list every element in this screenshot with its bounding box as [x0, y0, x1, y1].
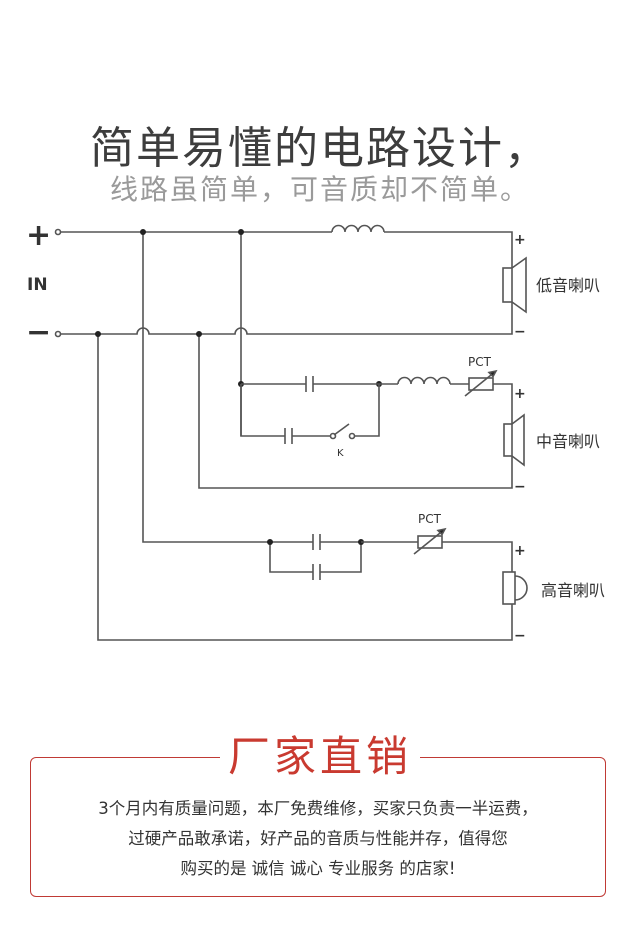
- midrange-inductor: [397, 376, 451, 385]
- midrange-speaker-cone: [511, 413, 525, 467]
- pct-arrow-head: [487, 369, 498, 378]
- midrange-switch-branch: [240, 384, 380, 437]
- tweeter-minus-terminal: −: [514, 628, 526, 644]
- switch-contact: [348, 432, 356, 440]
- junction-dot: [238, 229, 244, 235]
- tweeter-speaker-body: [502, 571, 516, 605]
- junction-dot: [95, 331, 101, 337]
- switch-k: [333, 423, 350, 436]
- positive-rail: [60, 231, 513, 268]
- tweeter-speaker-dome: [514, 575, 528, 601]
- midrange-switch-capacitor: [284, 428, 293, 444]
- midrange-pct-label: PCT: [468, 355, 492, 369]
- woofer-minus-terminal: −: [514, 324, 526, 340]
- tweeter-capacitor-network: [269, 541, 362, 573]
- tweeter-label: 高音喇叭: [541, 581, 605, 600]
- midrange-label: 中音喇叭: [536, 432, 600, 451]
- junction-dot: [196, 331, 202, 337]
- tweeter-feed-line: [142, 232, 270, 543]
- midrange-return-line: [198, 334, 513, 489]
- input-plus-symbol: +: [26, 218, 51, 253]
- promo-line: 购买的是 诚信 诚心 专业服务 的店家!: [180, 859, 456, 878]
- input-minus-terminal: [54, 330, 62, 338]
- midrange-plus-terminal: +: [514, 386, 526, 402]
- junction-dot: [267, 539, 273, 545]
- midrange-speaker-magnet: [503, 423, 513, 457]
- crossover-circuit-diagram: + IN − + − 低音喇叭 PCT K + − 中音喇叭: [26, 218, 605, 644]
- midrange-capacitor: [305, 376, 314, 392]
- negative-rail: [60, 302, 513, 335]
- pct-arrow-head: [436, 527, 447, 536]
- input-plus-terminal: [54, 228, 62, 236]
- promo-title: 厂家直销: [220, 731, 420, 783]
- input-label: IN: [27, 275, 48, 295]
- midrange-minus-terminal: −: [514, 479, 526, 495]
- page-subtitle: 线路虽简单，可音质却不简单。: [109, 173, 530, 206]
- input-minus-symbol: −: [26, 315, 51, 350]
- tweeter-capacitor-1: [312, 534, 321, 550]
- woofer-label: 低音喇叭: [536, 276, 600, 295]
- page-title: 简单易懂的电路设计，: [90, 123, 550, 174]
- tweeter-capacitor-2: [312, 564, 321, 580]
- woofer-speaker-cone: [511, 256, 527, 314]
- promo-line: 过硬产品敢承诺，好产品的音质与性能并存，值得您: [128, 829, 508, 848]
- tweeter-plus-terminal: +: [514, 543, 526, 559]
- tweeter-main-branch: [361, 541, 513, 572]
- switch-label: K: [337, 448, 344, 459]
- woofer-inductor: [331, 224, 385, 233]
- promo-line: 3个月内有质量问题，本厂免费维修，买家只负责一半运费，: [98, 799, 538, 818]
- tweeter-return-line: [97, 334, 513, 641]
- woofer-speaker-magnet: [502, 267, 513, 303]
- woofer-plus-terminal: +: [514, 232, 526, 248]
- tweeter-pct-label: PCT: [418, 512, 442, 526]
- junction-dot: [140, 229, 146, 235]
